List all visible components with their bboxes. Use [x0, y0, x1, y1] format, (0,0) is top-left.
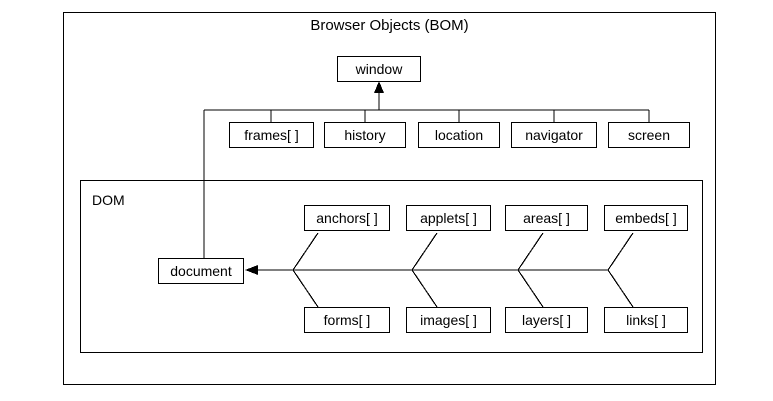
node-frames[interactable]: frames[ ] — [229, 122, 314, 148]
node-forms[interactable]: forms[ ] — [304, 307, 390, 333]
node-links[interactable]: links[ ] — [604, 307, 688, 333]
node-layers[interactable]: layers[ ] — [505, 307, 588, 333]
node-embeds[interactable]: embeds[ ] — [604, 205, 688, 231]
diagram-title: Browser Objects (BOM) — [310, 17, 469, 34]
node-history[interactable]: history — [324, 122, 406, 148]
node-applets[interactable]: applets[ ] — [406, 205, 491, 231]
dom-group-frame — [80, 180, 703, 353]
node-screen[interactable]: screen — [608, 122, 690, 148]
node-document[interactable]: document — [158, 258, 244, 284]
node-navigator[interactable]: navigator — [511, 122, 597, 148]
bom-outer-frame — [63, 12, 716, 385]
node-location[interactable]: location — [418, 122, 500, 148]
dom-group-label: DOM — [92, 192, 125, 208]
node-images[interactable]: images[ ] — [406, 307, 491, 333]
node-areas[interactable]: areas[ ] — [505, 205, 588, 231]
node-window[interactable]: window — [337, 56, 421, 82]
node-anchors[interactable]: anchors[ ] — [304, 205, 390, 231]
